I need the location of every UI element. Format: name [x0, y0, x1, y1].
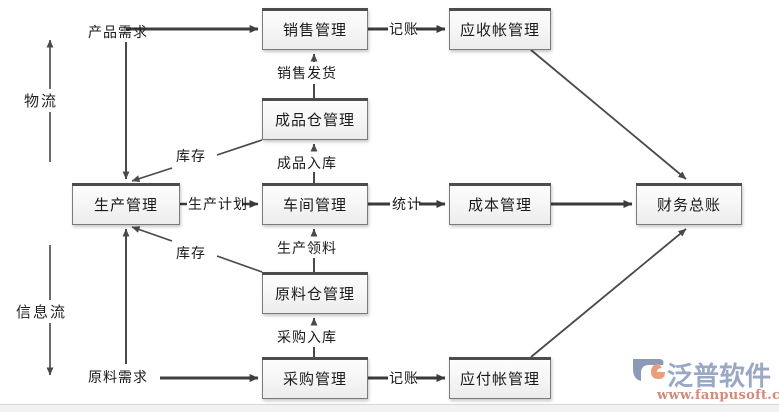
- node-rmwarehouse[interactable]: 原料仓管理: [262, 272, 368, 314]
- edge-label-product-demand: 产品需求: [88, 25, 148, 41]
- flow-label-information-flow: 信息流: [14, 300, 70, 323]
- edge-label-material-issue: 生产领料: [277, 241, 337, 257]
- node-label: 成本管理: [467, 195, 532, 214]
- edge-label-stock-rm: 库存: [176, 246, 206, 262]
- arrow-fgwarehouse-stock-to-production: [131, 139, 263, 182]
- node-cost[interactable]: 成本管理: [449, 183, 551, 225]
- edge-label-fg-instock: 成品入库: [277, 156, 337, 172]
- bottom-strip: [0, 404, 779, 412]
- node-payable[interactable]: 应付帐管理: [449, 357, 551, 399]
- node-label: 车间管理: [282, 195, 347, 214]
- node-sales[interactable]: 销售管理: [262, 8, 368, 50]
- node-fgwarehouse[interactable]: 成品仓管理: [262, 98, 368, 140]
- node-receivable[interactable]: 应收帐管理: [449, 8, 551, 50]
- edge-label-material-demand: 原料需求: [88, 370, 148, 386]
- node-ledger[interactable]: 财务总账: [636, 183, 742, 225]
- node-label: 采购管理: [282, 369, 347, 388]
- node-label: 销售管理: [282, 20, 347, 39]
- arrow-rmwarehouse-stock-to-production: [131, 226, 263, 273]
- node-workshop[interactable]: 车间管理: [262, 183, 368, 225]
- node-label: 成品仓管理: [274, 110, 355, 129]
- edge-label-purchase-instock: 采购入库: [277, 330, 337, 346]
- edge-label-sales-delivery: 销售发货: [277, 66, 337, 82]
- arrow-payable-to-ledger: [530, 228, 687, 358]
- node-label: 财务总账: [656, 195, 721, 214]
- edge-label-production-plan: 生产计划: [188, 197, 248, 213]
- node-production[interactable]: 生产管理: [72, 183, 180, 225]
- node-label: 生产管理: [93, 195, 158, 214]
- arrow-receivable-to-ledger: [530, 49, 687, 180]
- flow-label-logistics-flow: 物流: [22, 89, 61, 112]
- node-label: 原料仓管理: [274, 284, 355, 303]
- edge-label-record-purchase: 记账: [389, 371, 419, 387]
- node-purchase[interactable]: 采购管理: [262, 357, 368, 399]
- node-label: 应收帐管理: [459, 20, 540, 39]
- edge-label-record-sales: 记账: [389, 22, 419, 38]
- edge-label-stock-fg: 库存: [176, 149, 206, 165]
- edge-label-statistics: 统计: [392, 197, 422, 213]
- node-label: 应付帐管理: [459, 369, 540, 388]
